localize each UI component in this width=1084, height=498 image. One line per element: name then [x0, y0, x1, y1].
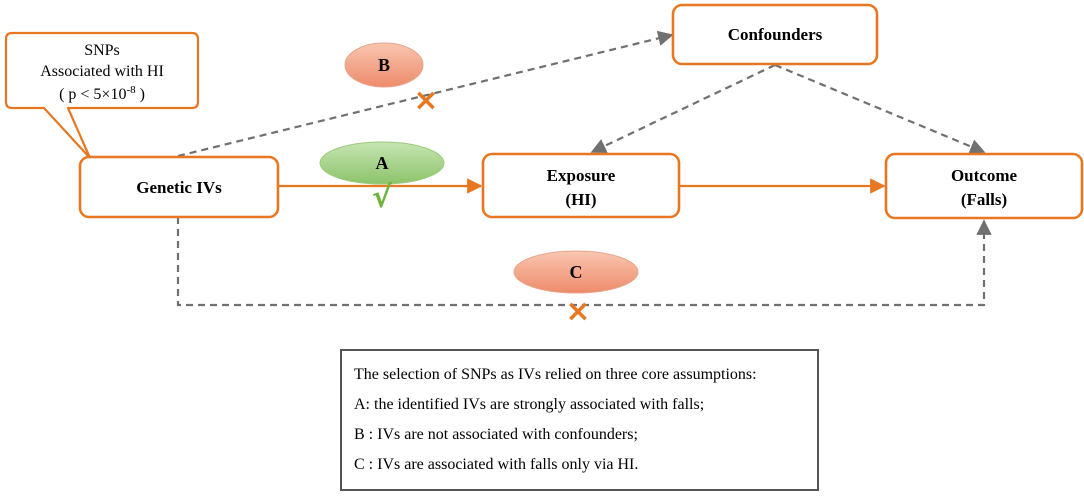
- legend-item-a: A: the identified IVs are strongly assoc…: [354, 396, 705, 413]
- assumption-c-ellipse: [513, 250, 639, 294]
- assumption-a-ellipse: [319, 141, 445, 185]
- callout-line-3: ( p < 5×10-8 ): [59, 84, 145, 103]
- assumption-c-cross-mark: ×: [565, 294, 590, 329]
- assumption-c-label: C: [570, 262, 583, 282]
- genetic-ivs-label: Genetic IVs: [136, 178, 222, 197]
- assumption-b-ellipse: [344, 42, 424, 88]
- confounders-label: Confounders: [728, 25, 823, 44]
- exposure-label-line-1: Exposure: [547, 166, 616, 185]
- exposure-box: [481, 152, 681, 219]
- dashed-arrow-ivs-to-outcome: [176, 217, 992, 307]
- callout-line-2: Associated with HI: [40, 63, 164, 80]
- dashed-arrow-confounders-to-outcome: [774, 63, 986, 154]
- outcome-box: [884, 152, 1084, 220]
- legend-title: The selection of SNPs as IVs relied on t…: [354, 366, 757, 383]
- assumption-b-cross-mark: ×: [413, 83, 438, 118]
- dashed-arrow-confounders-to-exposure: [590, 64, 776, 154]
- exposure-label-line-2: (HI): [565, 190, 596, 209]
- legend-item-b: B : IVs are not associated with confound…: [354, 426, 638, 443]
- outcome-label-line-1: Outcome: [951, 166, 1018, 185]
- assumption-a-label: A: [376, 153, 389, 173]
- genetic-ivs-box: [78, 155, 280, 219]
- assumption-b-label: B: [378, 55, 390, 75]
- dashed-arrow-ivs-to-confounders: [177, 30, 674, 158]
- callout-line-1: SNPs: [84, 42, 120, 59]
- confounders-box: [671, 3, 879, 66]
- outcome-label-line-2: (Falls): [961, 190, 1007, 209]
- legend-item-c: C : IVs are associated with falls only v…: [354, 456, 639, 473]
- assumptions-legend: The selection of SNPs as IVs relied on t…: [340, 349, 819, 491]
- snp-callout: [4, 31, 200, 160]
- assumption-a-check-mark: √: [372, 180, 393, 215]
